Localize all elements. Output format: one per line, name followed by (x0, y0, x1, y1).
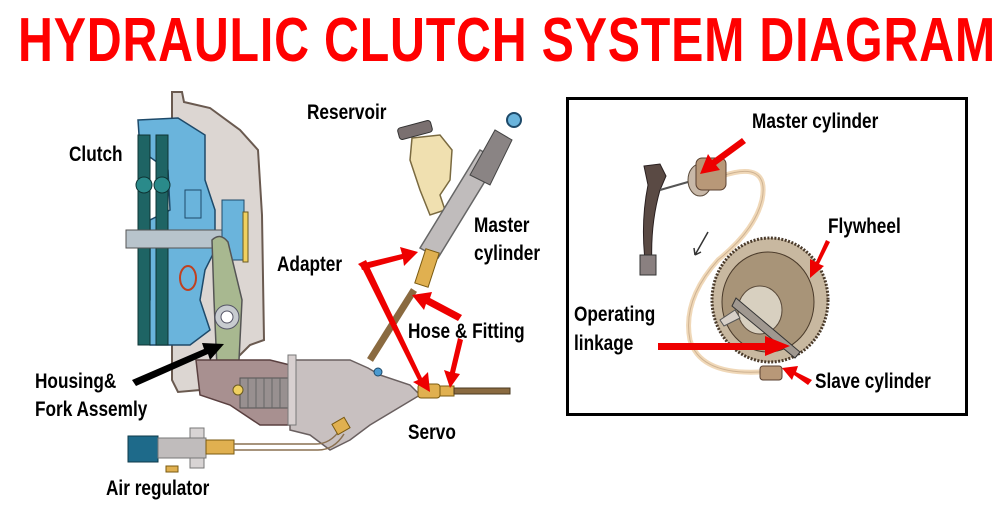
operating-linkage-arrow (658, 336, 790, 356)
air-regulator-assembly (127, 416, 351, 473)
slave-cylinder-arrow (782, 366, 812, 385)
red-arrows (358, 247, 463, 392)
hose-arrow-upper (412, 292, 462, 321)
label-reservoir: Reservoir (307, 101, 387, 124)
label-housing-line1: Housing& (35, 370, 117, 393)
label-air-regulator: Air regulator (106, 477, 210, 500)
label-right-master-cylinder: Master cylinder (752, 110, 879, 133)
adapter-arrow-lower (358, 260, 430, 392)
label-housing-line2: Fork Assemly (35, 398, 148, 421)
slave-cylinder (759, 365, 783, 381)
outlet-hose (453, 387, 511, 395)
spring (184, 189, 202, 219)
adapter-arrow-upper (360, 247, 418, 270)
master-cylinder-arrow (700, 138, 746, 174)
label-master-cylinder-line2: cylinder (474, 242, 541, 265)
clutch-pedal (642, 163, 667, 269)
flywheel-arrow (810, 240, 830, 278)
label-flywheel: Flywheel (828, 215, 901, 238)
servo-body (289, 359, 422, 451)
flow-direction-arrow (693, 231, 709, 256)
label-master-cylinder-line1: Master (474, 214, 530, 237)
label-operating-line2: linkage (574, 332, 634, 355)
operating-fork (731, 297, 801, 359)
label-hose-fitting: Hose & Fitting (408, 320, 525, 343)
housing-fork-arrow (132, 343, 224, 386)
label-servo: Servo (408, 421, 456, 444)
hose-arrow-lower (444, 338, 463, 388)
label-slave-cylinder: Slave cylinder (815, 370, 931, 393)
label-operating-line1: Operating (574, 303, 656, 326)
reservoir (409, 134, 453, 216)
label-adapter: Adapter (277, 253, 343, 276)
label-clutch: Clutch (69, 143, 123, 166)
